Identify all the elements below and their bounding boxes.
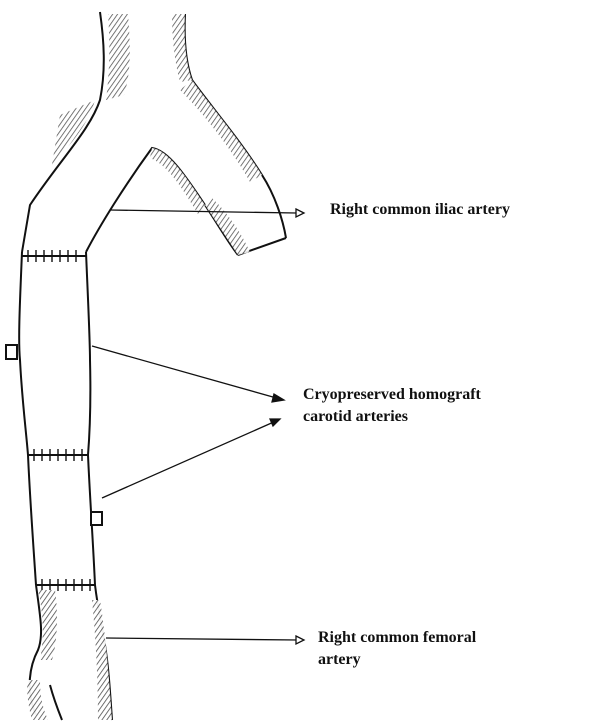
label-homograft-line1: Cryopreserved homograft	[303, 384, 481, 406]
label-femoral-line2: artery	[318, 649, 476, 671]
vessel-shading	[52, 14, 262, 255]
suture-stitches	[28, 250, 90, 591]
label-femoral: Right common femoral artery	[318, 627, 476, 671]
homograft-segments	[19, 252, 95, 585]
pointer-arrows	[92, 209, 304, 644]
label-right-common-iliac-artery: Right common iliac artery	[330, 199, 510, 221]
label-homograft: Cryopreserved homograft carotid arteries	[303, 384, 481, 428]
label-femoral-line1: Right common femoral	[318, 627, 476, 649]
label-homograft-line2: carotid arteries	[303, 406, 481, 428]
